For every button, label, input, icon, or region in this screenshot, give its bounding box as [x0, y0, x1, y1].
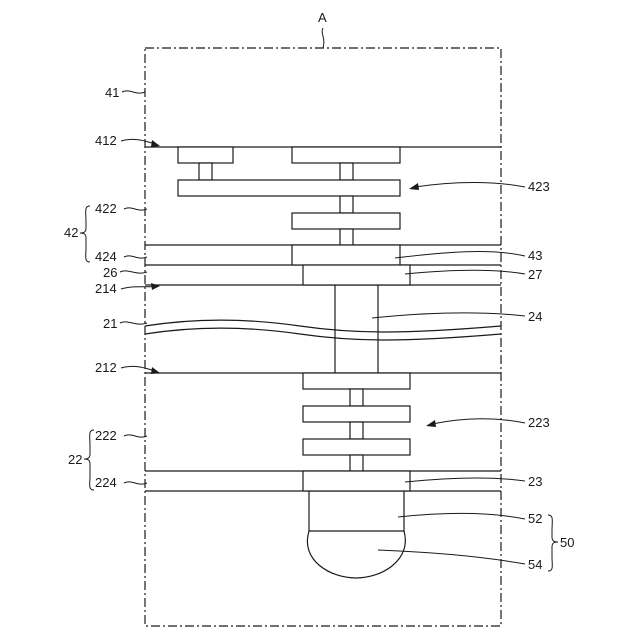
leader-424	[124, 256, 147, 258]
leader-21	[120, 322, 147, 324]
pad-left	[178, 147, 233, 163]
leader-422	[124, 208, 147, 210]
wiring	[303, 406, 410, 422]
label-212: 212	[95, 360, 117, 375]
via	[199, 163, 212, 180]
pad-right	[292, 147, 400, 163]
brace-22	[84, 430, 94, 490]
label-21: 21	[103, 316, 117, 331]
via	[340, 229, 353, 245]
arrowhead-212	[151, 367, 160, 374]
label-23: 23	[528, 474, 542, 489]
label-41: 41	[105, 85, 119, 100]
via	[340, 196, 353, 213]
leader-26	[120, 271, 147, 273]
wiring-long	[178, 180, 400, 196]
pad-43	[292, 245, 400, 265]
label-54: 54	[528, 557, 542, 572]
arrowhead-223	[426, 420, 436, 427]
pad-27	[303, 265, 410, 285]
via	[350, 455, 363, 471]
label-42: 42	[64, 225, 78, 240]
label-52: 52	[528, 511, 542, 526]
arrowhead-423	[409, 183, 419, 190]
leader-23	[405, 478, 525, 482]
label-422: 422	[95, 201, 117, 216]
label-412: 412	[95, 133, 117, 148]
label-22: 22	[68, 452, 82, 467]
label-26: 26	[103, 265, 117, 280]
label-222: 222	[95, 428, 117, 443]
wiring-short	[292, 213, 400, 229]
label-224: 224	[95, 475, 117, 490]
arrowhead-214	[151, 283, 160, 290]
label-423: 423	[528, 179, 550, 194]
label-223: 223	[528, 415, 550, 430]
label-50: 50	[560, 535, 574, 550]
wiring-top	[303, 373, 410, 389]
leader-27	[405, 270, 525, 274]
pad-23	[303, 471, 410, 491]
leader-222	[124, 435, 147, 437]
via	[350, 422, 363, 439]
section-a-marker	[322, 28, 324, 48]
label-43: 43	[528, 248, 542, 263]
brace-42	[80, 206, 90, 262]
label-24: 24	[528, 309, 542, 324]
label-424: 424	[95, 249, 117, 264]
leader-52	[398, 513, 525, 519]
leader-43	[395, 252, 525, 258]
leader-41	[122, 91, 145, 93]
label-a: A	[318, 10, 327, 25]
bump-solder-54	[307, 531, 405, 578]
label-27: 27	[528, 267, 542, 282]
brace-50	[548, 515, 558, 571]
leader-24	[372, 313, 525, 318]
wiring	[303, 439, 410, 455]
via	[340, 163, 353, 180]
label-214: 214	[95, 281, 117, 296]
bump-pillar-52	[309, 491, 404, 531]
arrowhead-412	[151, 140, 160, 147]
leader-423	[415, 183, 525, 188]
via	[350, 389, 363, 406]
break-line-upper	[145, 320, 501, 332]
leader-223	[432, 419, 525, 424]
leader-224	[124, 482, 147, 484]
